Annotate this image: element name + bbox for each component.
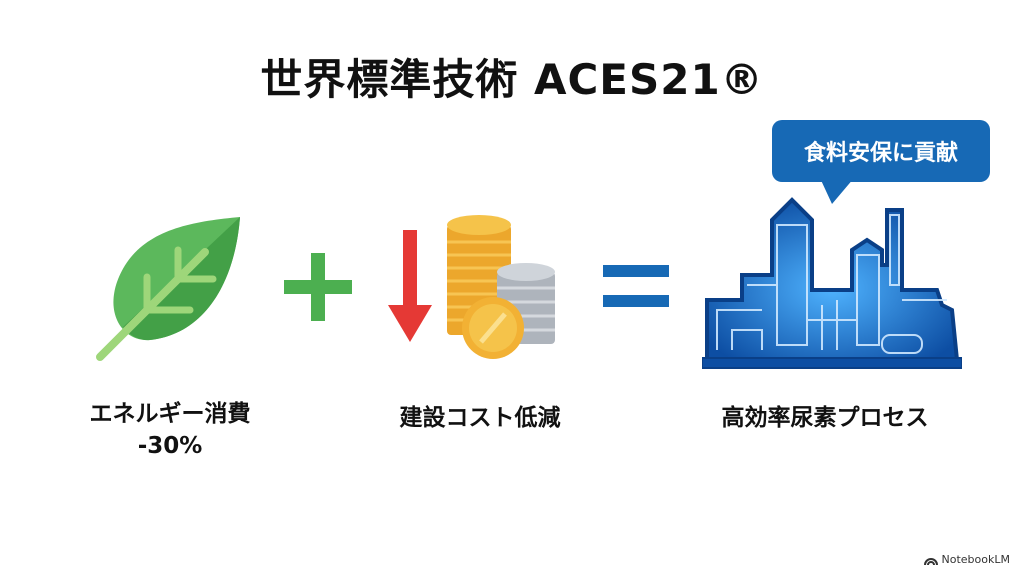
- brand-text: NotebookLM: [941, 553, 1010, 566]
- energy-label-line2: -30%: [137, 433, 203, 459]
- notebooklm-logo-icon: [923, 557, 938, 565]
- cost-label: 建設コスト低減: [399, 405, 561, 431]
- bubble-tail: [820, 178, 854, 204]
- plus-icon: [284, 253, 352, 321]
- notebooklm-brand: NotebookLM: [923, 553, 1010, 566]
- energy-label: エネルギー消費 -30%: [50, 398, 290, 462]
- leaf-icon: [96, 217, 240, 361]
- equals-icon: [603, 265, 669, 307]
- process-label: 高効率尿素プロセス: [721, 405, 929, 431]
- plant-icon: [702, 197, 962, 369]
- page-title: 世界標準技術 ACES21®: [260, 55, 764, 104]
- food-security-bubble: 食料安保に貢献: [772, 120, 990, 182]
- coins-down-icon: [388, 215, 555, 359]
- energy-label-line1: エネルギー消費: [89, 401, 251, 427]
